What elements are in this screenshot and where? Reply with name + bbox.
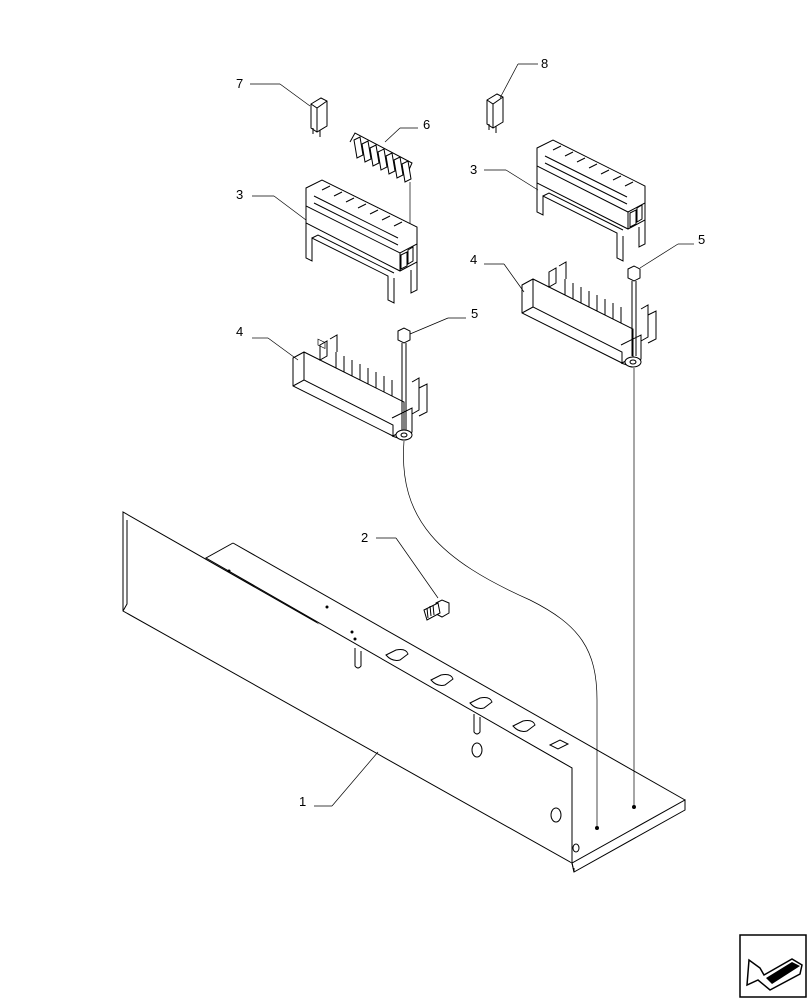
svg-text:1: 1	[299, 794, 306, 809]
callout-8: 8	[499, 56, 548, 99]
svg-text:7: 7	[236, 76, 243, 91]
bracket-part-1	[122, 511, 686, 873]
fuse-holder-part-3-right	[536, 139, 646, 262]
arrow-left-icon[interactable]	[739, 934, 807, 998]
svg-text:6: 6	[423, 117, 430, 132]
svg-text:5: 5	[698, 232, 705, 247]
fuse-part-7	[310, 97, 328, 137]
fuse-part-8	[486, 93, 504, 133]
callout-7: 7	[236, 76, 311, 107]
svg-text:4: 4	[236, 324, 243, 339]
svg-text:5: 5	[471, 306, 478, 321]
callout-5-left: 5	[409, 306, 478, 335]
fuse-base-part-4-right	[521, 261, 657, 368]
svg-text:4: 4	[470, 252, 477, 267]
callout-3-right: 3	[470, 162, 539, 191]
callout-6: 6	[384, 117, 430, 143]
fuse-holder-part-3-left	[305, 179, 418, 350]
svg-text:3: 3	[470, 162, 477, 177]
fuse-base-part-4-left	[292, 334, 428, 441]
svg-text:8: 8	[541, 56, 548, 71]
svg-text:3: 3	[236, 187, 243, 202]
svg-text:2: 2	[361, 530, 368, 545]
callout-5-right: 5	[639, 232, 705, 269]
screw-part-5-right	[627, 265, 641, 356]
screw-part-5-left	[397, 327, 411, 430]
callout-1: 1	[299, 751, 379, 809]
callout-3-left: 3	[236, 187, 307, 221]
assembly-lines	[403, 368, 636, 830]
callout-4-right: 4	[470, 252, 525, 293]
fuse-strip-part-6	[349, 132, 413, 225]
callout-4-left: 4	[236, 324, 299, 361]
callout-2: 2	[361, 530, 439, 599]
bolt-part-2	[423, 599, 450, 621]
